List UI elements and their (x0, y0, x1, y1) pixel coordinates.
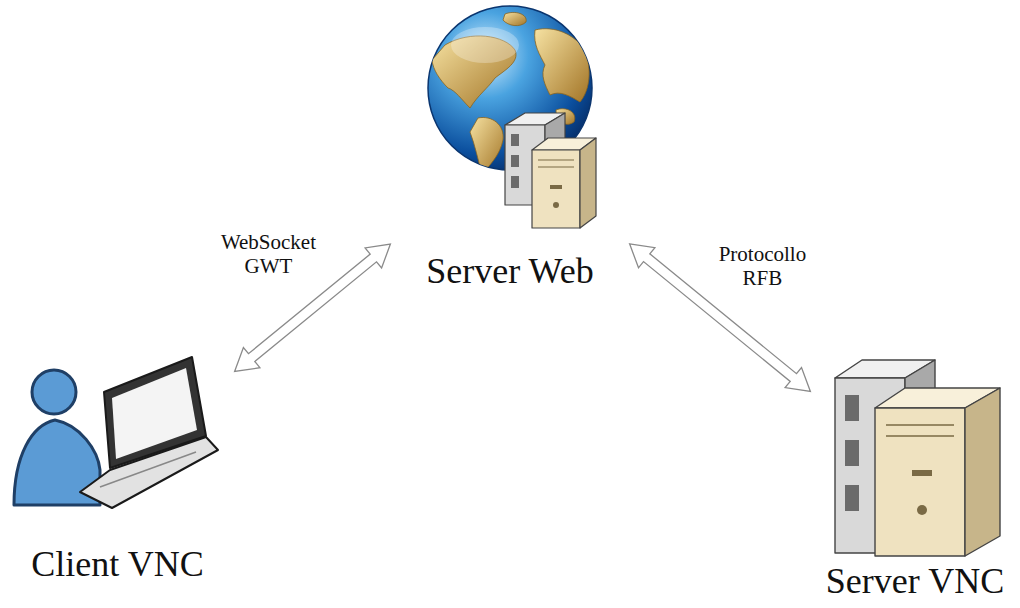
node-label: Client VNC (31, 545, 203, 585)
node-box: Server Web (395, 0, 625, 292)
node-label: Server Web (426, 252, 593, 292)
web-server-icon (505, 113, 596, 228)
client-user-icon (14, 357, 218, 508)
node-box: Client VNC (5, 350, 230, 585)
node-label: Server VNC (826, 562, 1004, 602)
edge-label: WebSocket GWT (218, 229, 319, 279)
node-box: Server VNC (815, 352, 1015, 602)
vnc-server-icon (835, 360, 1000, 556)
edge-label: Protocollo RFB (716, 241, 810, 291)
